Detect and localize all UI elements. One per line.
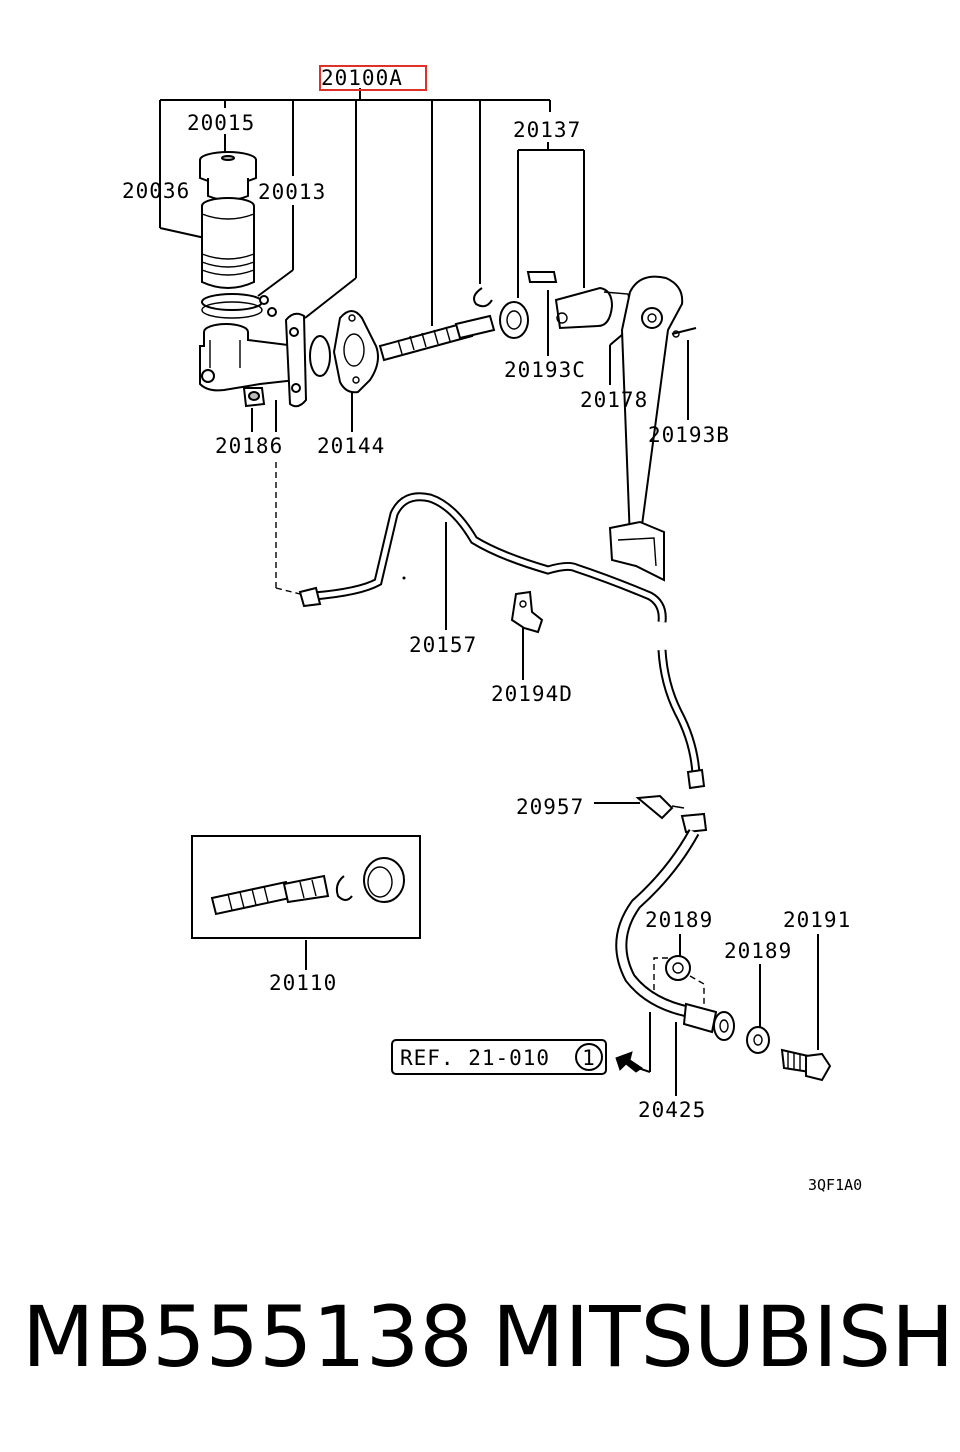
hose-clip [635,794,685,820]
master-cylinder [199,312,331,408]
union-bolt-set [665,955,832,1082]
gasket [332,310,379,394]
ref-arrow [615,1051,643,1073]
clutch-hose [615,812,735,1041]
repair-kit-box [191,835,421,939]
highlight-box [319,65,427,91]
footer-part-number: MB555138 [22,1288,473,1386]
part-label-20957[interactable]: 20957 [516,795,584,819]
part-label-20110[interactable]: 20110 [269,971,337,995]
part-label-20015[interactable]: 20015 [187,111,255,135]
part-label-20191[interactable]: 20191 [783,908,851,932]
reference-box[interactable]: REF. 21-010 1 [391,1039,607,1075]
reservoir-assembly [199,151,277,319]
leader-lines [159,88,819,1096]
part-label-20189-upper[interactable]: 20189 [645,908,713,932]
clutch-pipe [298,492,706,790]
part-label-20194D[interactable]: 20194D [491,682,573,706]
piston-assembly [378,271,631,362]
part-label-20144[interactable]: 20144 [317,434,385,458]
part-label-20193B[interactable]: 20193B [648,423,730,447]
part-label-20036[interactable]: 20036 [122,179,190,203]
reference-circle-number: 1 [582,1046,596,1070]
reference-text: REF. 21-010 [400,1046,550,1070]
part-label-20100A[interactable]: 20100A [321,66,403,90]
part-labels: 20100A 20015 20036 20013 20137 20193C 20… [122,66,851,1122]
pipe-clamp [510,590,544,634]
part-label-20189-lower[interactable]: 20189 [724,939,792,963]
clutch-pedal [608,275,697,582]
diagram-code: 3QF1A0 [808,1176,862,1194]
part-label-20178[interactable]: 20178 [580,388,648,412]
part-label-20137[interactable]: 20137 [513,118,581,142]
part-label-20425[interactable]: 20425 [638,1098,706,1122]
part-label-20193C[interactable]: 20193C [504,358,586,382]
footer-brand: MITSUBISHI [492,1288,960,1386]
part-label-20013[interactable]: 20013 [258,180,326,204]
part-label-20157[interactable]: 20157 [409,633,477,657]
part-label-20186[interactable]: 20186 [215,434,283,458]
